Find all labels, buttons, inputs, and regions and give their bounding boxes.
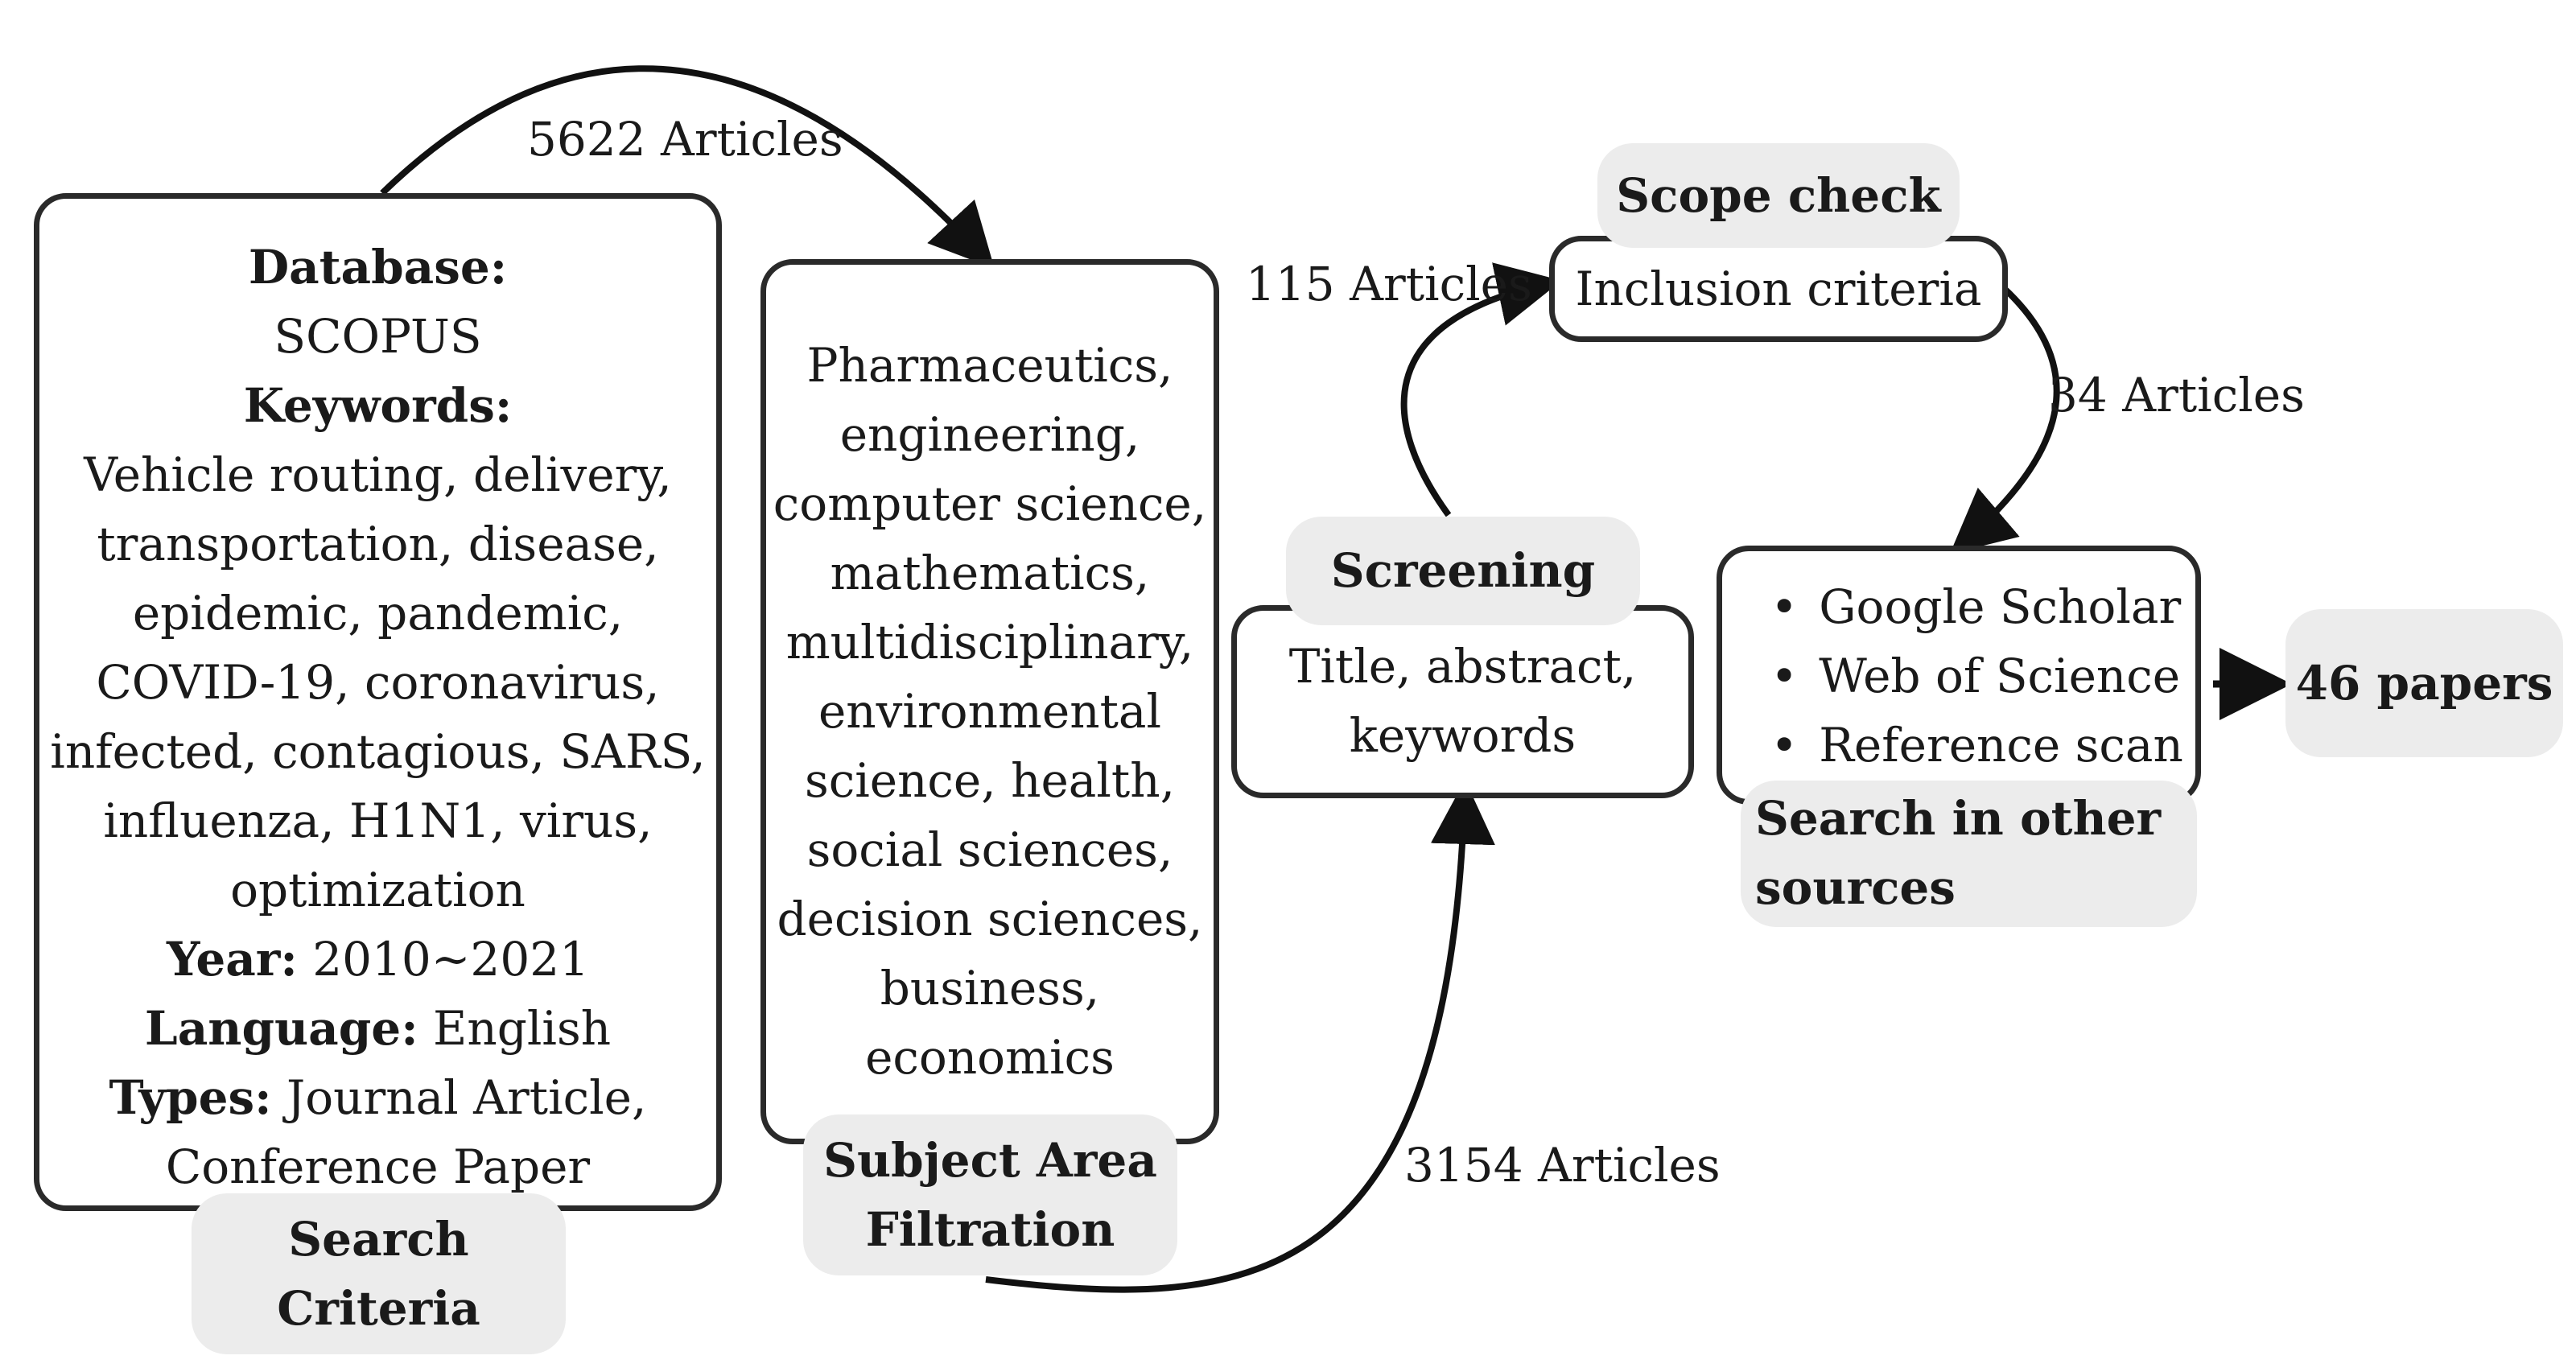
flow-label-115: 115 Articles xyxy=(1246,257,1532,311)
source-item-reference-scan: Reference scan xyxy=(1770,711,2195,780)
other-sources-box: Google Scholar Web of Science Reference … xyxy=(1717,546,2201,805)
keywords-line: transportation, disease, xyxy=(97,517,659,571)
flow-label-3154: 3154 Articles xyxy=(1404,1138,1721,1193)
types-row: Types: Journal Article, xyxy=(39,1063,716,1132)
keywords-line: infected, contagious, SARS, xyxy=(50,724,706,779)
title-line: Criteria xyxy=(277,1281,480,1336)
subject-area-box: Pharmaceutics, engineering, computer sci… xyxy=(760,259,1219,1144)
arrow-subject-to-screening xyxy=(985,780,1495,1293)
year-label: Year: xyxy=(166,932,298,987)
other-sources-list: Google Scholar Web of Science Reference … xyxy=(1770,572,2195,780)
title-line: sources xyxy=(1755,860,1956,915)
screening-box: Title, abstract, keywords xyxy=(1231,605,1694,798)
types-label: Types: xyxy=(109,1070,272,1125)
source-item-web-of-science: Web of Science xyxy=(1770,641,2195,711)
subject-line: decision sciences, xyxy=(777,892,1203,946)
keywords-list: Vehicle routing, delivery, transportatio… xyxy=(39,440,716,925)
screening-line: keywords xyxy=(1349,708,1577,763)
language-label: Language: xyxy=(144,1001,418,1056)
keywords-line: epidemic, pandemic, xyxy=(132,586,624,641)
screening-line: Title, abstract, xyxy=(1288,639,1637,694)
title-line: Search in other xyxy=(1755,791,2162,846)
scope-check-box: Inclusion criteria xyxy=(1549,236,2008,342)
keywords-line: COVID-19, coronavirus, xyxy=(96,655,660,710)
keywords-line: optimization xyxy=(230,863,526,917)
arrow-screening-to-scope xyxy=(1400,262,1562,517)
subject-line: business, xyxy=(880,961,1100,1016)
title-line: Filtration xyxy=(865,1202,1115,1257)
subject-area-title: Subject Area Filtration xyxy=(803,1114,1177,1275)
search-criteria-box: Database: SCOPUS Keywords: Vehicle routi… xyxy=(34,193,722,1211)
screening-title: Screening xyxy=(1286,517,1640,625)
database-label: Database: xyxy=(248,240,508,295)
subject-area-list: Pharmaceutics, engineering, computer sci… xyxy=(766,331,1214,1092)
year-row: Year: 2010~2021 xyxy=(39,925,716,994)
subject-line: Pharmaceutics, xyxy=(806,338,1173,393)
language-value: English xyxy=(433,1001,612,1056)
arrow-scope-to-other-sources xyxy=(1949,286,2060,554)
database-value: SCOPUS xyxy=(274,309,482,364)
types-value: Journal Article, xyxy=(286,1070,647,1125)
other-sources-title: Search in other sources xyxy=(1741,781,2197,927)
subject-line: science, health, xyxy=(804,753,1176,808)
screening-text: Title, abstract, keywords xyxy=(1237,632,1688,770)
subject-line: computer science, xyxy=(773,476,1207,531)
result-46-papers: 46 papers xyxy=(2285,609,2563,757)
scope-check-title: Scope check xyxy=(1597,143,1960,248)
subject-line: multidisciplinary, xyxy=(785,615,1194,670)
title-line: Search xyxy=(288,1212,469,1267)
subject-line: social sciences, xyxy=(806,822,1173,877)
subject-line: engineering, xyxy=(839,407,1140,462)
keywords-line: influenza, H1N1, virus, xyxy=(103,793,653,848)
subject-line: mathematics, xyxy=(830,546,1150,600)
arrow-search-to-subject xyxy=(380,65,995,269)
types-value-cont: Conference Paper xyxy=(165,1139,591,1194)
keywords-label: Keywords: xyxy=(243,378,513,433)
flow-label-5622: 5622 Articles xyxy=(527,112,843,167)
source-item-google-scholar: Google Scholar xyxy=(1770,572,2195,641)
subject-line: environmental xyxy=(818,684,1162,739)
year-value: 2010~2021 xyxy=(312,932,590,987)
search-criteria-title: Search Criteria xyxy=(192,1193,566,1354)
flow-label-34: 34 Articles xyxy=(2048,368,2305,422)
subject-line: economics xyxy=(865,1030,1115,1085)
inclusion-criteria-text: Inclusion criteria xyxy=(1575,262,1982,316)
keywords-line: Vehicle routing, delivery, xyxy=(84,447,672,502)
language-row: Language: English xyxy=(39,994,716,1063)
title-line: Subject Area xyxy=(823,1133,1157,1188)
